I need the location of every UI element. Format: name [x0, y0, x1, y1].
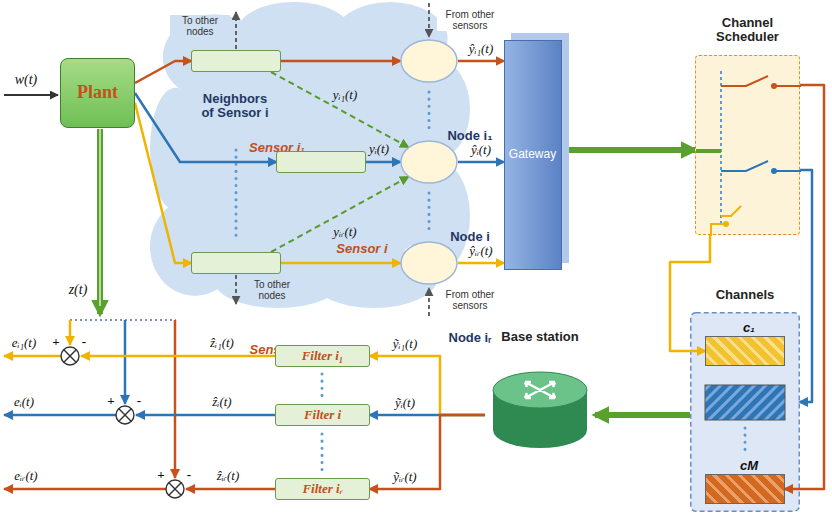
node-text: Filter iᵣ [302, 482, 342, 496]
node-circle: Node i [400, 140, 458, 184]
annotation: From other sensors [437, 9, 503, 31]
connector [370, 356, 485, 415]
connector [595, 412, 690, 418]
node-text: Sensor i [322, 242, 402, 256]
other-links [236, 3, 429, 316]
sensor-box: Sensor i [276, 151, 366, 173]
node-text: Channel Scheduler [696, 16, 799, 45]
annotation: - [80, 335, 88, 349]
annotation: + [155, 468, 166, 482]
signal-label: yᵢ₁(t) [331, 88, 360, 102]
connector [271, 72, 408, 147]
connector [670, 235, 710, 351]
connector [135, 61, 191, 83]
plant-box: Plant [60, 58, 135, 128]
channel-bar: c₁ [705, 336, 785, 366]
input-arrow [4, 95, 58, 96]
signal-label: yᵢ(t) [367, 142, 391, 156]
node-text: Gateway [509, 148, 556, 161]
channel-panel: Channelsc₁cM [690, 312, 800, 512]
node-circle: Node i₁ [400, 39, 458, 83]
node-text: Node i [445, 230, 495, 244]
summing-junctions [61, 347, 184, 498]
scheduler-box: Channel Scheduler [695, 55, 800, 235]
filter-box: Filter i₁ [275, 345, 370, 367]
signal-label: ŷᵢ₁(t) [467, 42, 496, 56]
signal-label: ỹᵢ(t) [393, 396, 417, 410]
gateway-box: Gateway [504, 40, 562, 270]
connector [370, 415, 485, 489]
connector [281, 262, 400, 265]
connector [281, 60, 400, 63]
annotation: eᵢᵣ(t) [12, 469, 39, 483]
ellipsis-dots [236, 92, 745, 470]
node-text: Plant [77, 83, 118, 103]
signal-label: ỹᵢᵣ(t) [391, 470, 418, 484]
estimate-lines [4, 356, 275, 489]
base-station: Base station [485, 330, 595, 455]
connector [458, 161, 504, 164]
annotation: ẑᵢᵣ(t) [215, 469, 242, 483]
annotation: ẑᵢ₁(t) [208, 336, 236, 350]
connector [563, 147, 696, 153]
filter-box: Filter i [275, 404, 370, 426]
node-text: Base station [485, 330, 595, 344]
connector [800, 170, 812, 402]
annotation: ẑᵢ(t) [210, 395, 233, 409]
node-outline [400, 39, 458, 83]
annotation: + [50, 335, 61, 349]
annotation: To other nodes [170, 15, 230, 37]
filter-box: Filter iᵣ [275, 478, 370, 500]
connector [135, 103, 191, 263]
connector [271, 177, 408, 252]
annotation: - [185, 468, 193, 482]
node-circle: Node iᵣ [400, 241, 458, 285]
annotation: From other sensors [437, 289, 503, 311]
annotation: w(t) [13, 72, 40, 87]
annotation: - [135, 394, 143, 408]
connector [366, 161, 400, 164]
node-text: Channels [690, 288, 800, 302]
annotation: eᵢ₁(t) [10, 336, 39, 350]
node-outline [400, 241, 458, 285]
signal-label: ỹᵢ₁(t) [391, 337, 420, 351]
signal-label: ŷᵢ(t) [469, 143, 493, 157]
node-text: Node i₁ [445, 129, 495, 143]
connector [135, 93, 276, 162]
node-text: Node iᵣ [445, 331, 495, 345]
node-text: cM [708, 459, 790, 473]
signal-label: ŷᵢᵣ(t) [467, 244, 494, 258]
node-text: Filter i₁ [302, 349, 344, 363]
connector [785, 85, 824, 489]
annotation: To other nodes [242, 279, 302, 301]
connector [458, 60, 504, 63]
signal-label: yᵢᵣ(t) [331, 225, 358, 239]
connector [458, 262, 504, 265]
output-bus [70, 129, 176, 478]
annotation: eᵢ(t) [12, 395, 36, 409]
channel-bar: cM [705, 474, 785, 504]
switch-symbol [696, 56, 801, 236]
sensor-box: Sensor iᵣ [191, 252, 281, 274]
node-outline [400, 140, 458, 184]
annotation: + [105, 394, 116, 408]
sensor-box: Sensor i₁ [191, 50, 281, 72]
node-text: Neighbors of Sensor i [195, 92, 275, 121]
annotation: z(t) [67, 282, 90, 297]
base-station-icon [485, 330, 595, 455]
node-text: Filter i [304, 408, 341, 422]
node-text: c₁ [708, 321, 790, 335]
